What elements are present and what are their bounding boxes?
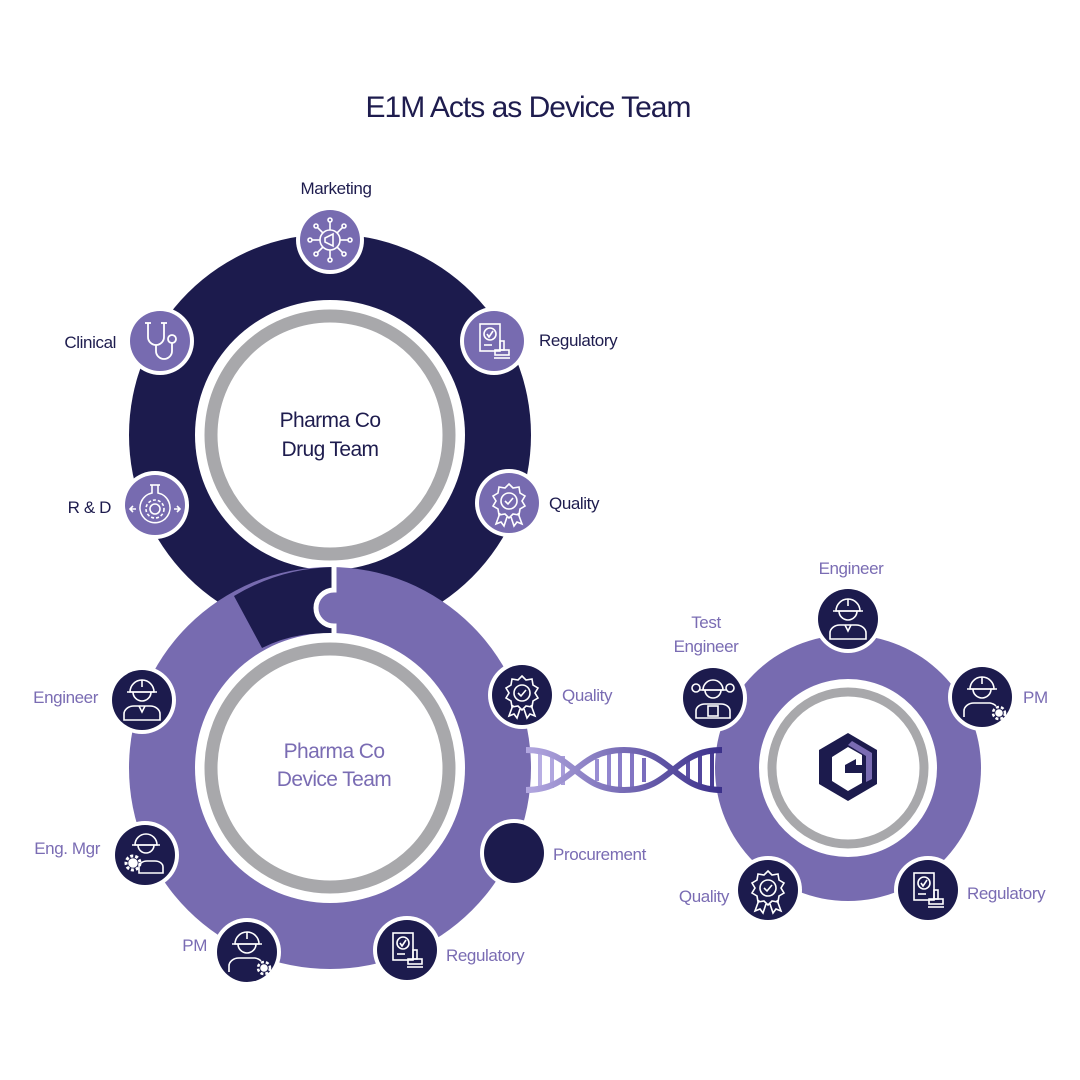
megaphone-network-icon: [307, 217, 353, 263]
drug-team-marketing-node[interactable]: [296, 206, 364, 274]
drug-rnd-label: R & D: [68, 498, 111, 517]
e1m-regulatory-node[interactable]: [894, 856, 962, 924]
e1m-inner-ring: [767, 687, 929, 849]
drug-marketing-label: Marketing: [300, 179, 371, 198]
e1m-pm-label: PM: [1023, 688, 1048, 707]
device-quality-label: Quality: [562, 686, 613, 705]
certificate-stamp-icon: [913, 872, 944, 908]
puzzle-seam: [313, 567, 337, 634]
drug-team-inner-ring: [204, 309, 456, 561]
drug-team-quality-node[interactable]: [475, 469, 543, 537]
e1m-quality-label: Quality: [679, 887, 730, 906]
blank-circle-icon: [484, 823, 544, 883]
e1m-logo-icon: [819, 733, 877, 801]
device-team-regulatory-node[interactable]: [373, 916, 441, 984]
device-team-procurement-node[interactable]: [480, 819, 548, 887]
device-pm-label: PM: [182, 936, 207, 955]
device-procurement-label: Procurement: [553, 845, 647, 864]
device-regulatory-label: Regulatory: [446, 946, 525, 965]
e1m-test-engineer-label-line2: Engineer: [674, 637, 740, 656]
drug-regulatory-label: Regulatory: [539, 331, 618, 350]
worker-gear-icon: [124, 833, 164, 874]
device-team-inner-ring: [204, 642, 456, 894]
hard-hat-worker-icon: [829, 598, 867, 640]
puzzle-joint: [234, 567, 334, 648]
device-team-pm-node[interactable]: [213, 918, 281, 986]
dna-helix-icon: [525, 746, 723, 794]
drug-clinical-label: Clinical: [64, 333, 116, 352]
drug-team-title-line2: Drug Team: [282, 438, 379, 461]
drug-team-regulatory-node[interactable]: [460, 307, 528, 375]
test-engineer-icon: [691, 679, 735, 719]
quality-badge-icon: [750, 869, 786, 915]
e1m-engineer-label: Engineer: [819, 559, 885, 578]
quality-badge-icon: [491, 482, 527, 528]
drug-team-wheel: [129, 234, 531, 636]
quality-badge-icon: [504, 674, 540, 720]
stethoscope-icon: [145, 322, 177, 360]
e1m-test-engineer-node[interactable]: [679, 664, 747, 732]
drug-quality-label: Quality: [549, 494, 600, 513]
device-engineer-label: Engineer: [33, 688, 99, 707]
device-team-title-line1: Pharma Co: [284, 740, 385, 763]
device-team-wheel: [129, 567, 531, 969]
hard-hat-worker-icon: [123, 679, 161, 721]
drug-team-rnd-node[interactable]: [121, 471, 189, 539]
e1m-test-engineer-label-line1: Test: [691, 613, 721, 632]
drug-team-clinical-node[interactable]: [126, 307, 194, 375]
drug-team-title-line1: Pharma Co: [280, 409, 381, 432]
e1m-regulatory-label: Regulatory: [967, 884, 1046, 903]
certificate-stamp-icon: [392, 932, 423, 968]
certificate-stamp-icon: [479, 323, 510, 359]
worker-gear-icon: [963, 676, 1007, 721]
e1m-pm-node[interactable]: [948, 663, 1016, 731]
flask-gear-icon: [128, 484, 182, 524]
device-team-quality-node[interactable]: [488, 661, 556, 729]
device-team-title-line2: Device Team: [277, 768, 392, 791]
e1m-engineer-node[interactable]: [814, 585, 882, 653]
e1m-team-wheel: [715, 635, 981, 901]
worker-gear-icon: [228, 931, 272, 976]
device-team-engineer-node[interactable]: [108, 666, 176, 734]
diagram-title: E1M Acts as Device Team: [366, 91, 691, 124]
device-team-eng-mgr-node[interactable]: [111, 821, 179, 889]
e1m-quality-node[interactable]: [734, 856, 802, 924]
device-eng-mgr-label: Eng. Mgr: [34, 839, 101, 858]
